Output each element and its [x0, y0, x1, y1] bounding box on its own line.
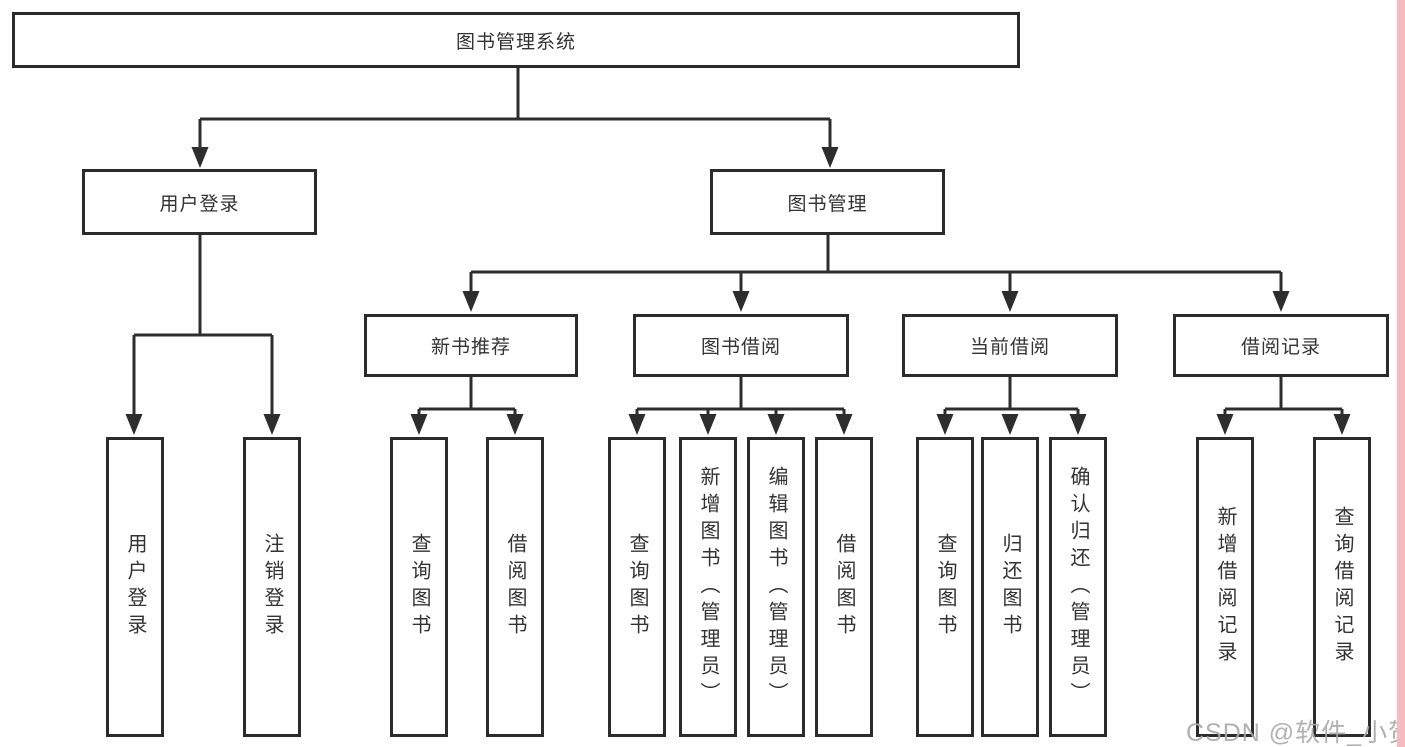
node-root-library-management-system: 图书管理系统 — [12, 12, 1020, 68]
node-book-borrow: 图书借阅 — [633, 314, 849, 377]
node-label: 查询图书 — [934, 533, 956, 641]
node-label: 用户登录 — [159, 193, 240, 215]
right-edge-strip — [1397, 0, 1405, 747]
node-label: 图书管理系统 — [455, 31, 576, 53]
node-user-login: 用户登录 — [82, 169, 317, 235]
node-label: 用户登录 — [124, 533, 146, 641]
leaf-borrow-book: 借阅图书 — [815, 437, 873, 737]
node-label: 查询图书 — [408, 533, 430, 641]
node-new-book-recommend: 新书推荐 — [364, 314, 578, 377]
leaf-user-login: 用户登录 — [106, 437, 164, 737]
csdn-watermark: CSDN @软件_小贺同学 — [1186, 719, 1405, 747]
node-label: 借阅图书 — [833, 533, 855, 641]
node-label: 注销登录 — [261, 533, 283, 641]
leaf-edit-book-admin: 编辑图书（管理员） — [747, 437, 805, 737]
node-label: 图书借阅 — [700, 337, 781, 358]
node-label: 当前借阅 — [969, 337, 1050, 358]
leaf-query-book-recommend: 查询图书 — [390, 437, 448, 737]
node-label: 归还图书 — [999, 533, 1021, 641]
node-label: 查询图书 — [626, 533, 648, 641]
leaf-logout: 注销登录 — [243, 437, 301, 737]
node-label: 新增图书（管理员） — [697, 465, 719, 709]
node-label: 借阅图书 — [504, 533, 526, 641]
node-label: 查询借阅记录 — [1331, 506, 1353, 668]
leaf-borrow-book-recommend: 借阅图书 — [486, 437, 544, 737]
leaf-query-book-borrow: 查询图书 — [608, 437, 666, 737]
leaf-add-book-admin: 新增图书（管理员） — [679, 437, 737, 737]
node-label: 编辑图书（管理员） — [765, 465, 787, 709]
node-book-management: 图书管理 — [710, 169, 945, 235]
node-label: 确认归还（管理员） — [1067, 465, 1089, 709]
node-label: 新书推荐 — [430, 337, 511, 358]
leaf-query-borrow-record: 查询借阅记录 — [1313, 437, 1371, 737]
leaf-confirm-return-admin: 确认归还（管理员） — [1049, 437, 1107, 737]
node-borrow-record: 借阅记录 — [1173, 314, 1389, 377]
leaf-return-book: 归还图书 — [981, 437, 1039, 737]
node-label: 借阅记录 — [1240, 337, 1321, 358]
leaf-add-borrow-record: 新增借阅记录 — [1196, 437, 1254, 737]
node-label: 新增借阅记录 — [1214, 506, 1236, 668]
leaf-query-book-current: 查询图书 — [916, 437, 974, 737]
node-label: 图书管理 — [787, 193, 868, 215]
node-current-borrow: 当前借阅 — [902, 314, 1118, 377]
